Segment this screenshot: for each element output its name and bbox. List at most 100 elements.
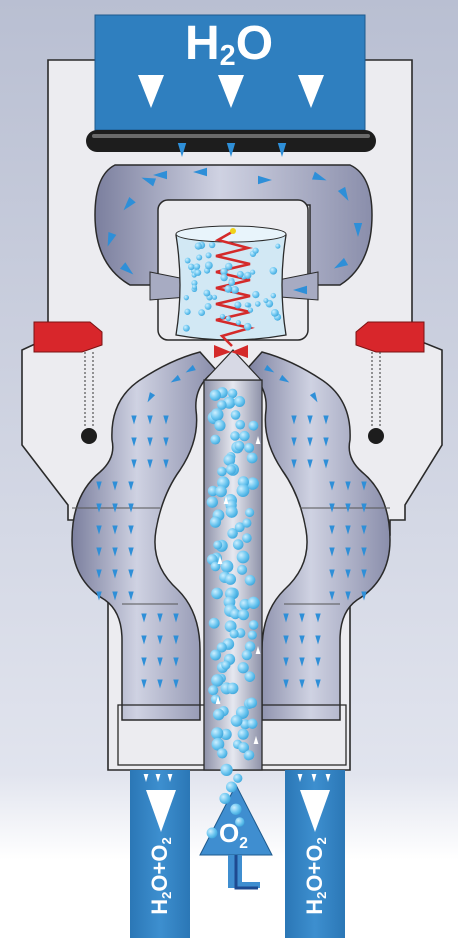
oxygen-bubble: [234, 396, 245, 407]
oxygen-bubble: [235, 420, 245, 430]
oxygen-bubble: [242, 518, 251, 527]
oxygen-bubble: [217, 400, 227, 410]
outlet-left-label-h: H: [147, 899, 172, 915]
oxygen-bubble: [226, 506, 238, 518]
oxygen-bubble: [195, 269, 202, 276]
oxygen-bubble: [220, 764, 232, 776]
oxygen-bubble: [195, 242, 202, 249]
oxygen-label-sub: 2: [239, 835, 248, 852]
oxygen-bubble: [183, 325, 190, 332]
oxygen-bubble: [206, 252, 212, 258]
outlet-left-label-mid: O+O: [147, 845, 172, 892]
oxygen-bubble: [245, 508, 254, 517]
oxygen-bubble: [245, 575, 256, 586]
oxygen-bubble: [221, 661, 230, 670]
oxygen-bubble: [207, 828, 218, 839]
oxygen-bubble: [234, 301, 241, 308]
oxygen-bubble: [196, 255, 202, 261]
oxygen-bubble: [188, 264, 194, 270]
inlet-label-o: O: [236, 17, 273, 70]
outlet-right-label-sub2: 2: [314, 837, 329, 844]
oxygen-bubble: [213, 709, 224, 720]
oxygen-bubble: [237, 551, 250, 564]
oxygen-bubble: [271, 293, 276, 298]
o-ring-highlight: [92, 134, 370, 138]
oxygen-bubble: [233, 539, 244, 550]
oxygen-bubble: [227, 683, 239, 695]
inlet-label: H2O: [185, 14, 273, 86]
inlet-label-sub: 2: [220, 40, 236, 72]
oxygen-bubble: [275, 244, 280, 249]
oxygen-bubble: [238, 729, 249, 740]
left-seal: [34, 322, 102, 352]
outlet-right-label-h: H: [302, 899, 327, 915]
oxygen-bubble: [270, 267, 278, 275]
oxygen-bubble: [212, 295, 217, 300]
oxygen-bubble: [210, 650, 221, 661]
oxygen-bubble: [230, 431, 240, 441]
oxygen-bubble: [238, 662, 249, 673]
oxygen-bubble: [244, 443, 254, 453]
oxygen-bubble: [217, 467, 227, 477]
oxygen-bubble: [209, 242, 215, 248]
oxygen-bubble: [192, 285, 197, 290]
oxygen-bubble: [255, 301, 261, 307]
oxygen-bubble: [194, 263, 200, 269]
oxygen-bubble: [236, 320, 241, 325]
oxygen-bubble: [224, 285, 232, 293]
oxygen-bubble: [211, 408, 224, 421]
oxygen-bubble: [184, 309, 190, 315]
oxygen-bubble: [247, 597, 259, 609]
oxygen-bubble: [227, 528, 237, 538]
oxygen-label-o: O: [219, 818, 239, 848]
inlet-label-h: H: [185, 17, 220, 70]
oxygen-bubble: [231, 286, 239, 294]
oxygen-bubble: [230, 804, 241, 815]
oxygen-bubble: [247, 453, 258, 464]
oxygen-bubble: [211, 588, 223, 600]
oxygen-bubble: [211, 674, 223, 686]
coil-tip: [230, 228, 236, 234]
oxygen-bubble: [263, 298, 268, 303]
oxygen-bubble: [242, 533, 252, 543]
outlet-left-label: H2O+O2: [146, 820, 174, 932]
oxygen-bubble: [237, 484, 250, 497]
oxygen-bubble: [225, 574, 236, 585]
oxygen-bubble: [213, 540, 222, 549]
outlet-left-label-sub2: 2: [159, 837, 174, 844]
oxygen-bubble: [225, 263, 232, 270]
oxygen-bubble: [203, 290, 210, 297]
oxygen-bubble: [246, 697, 257, 708]
oxygen-bubble: [210, 517, 221, 528]
left-knob: [81, 428, 97, 444]
oxygen-bubble: [244, 671, 255, 682]
outlet-right-label-mid: O+O: [302, 845, 327, 892]
right-seal: [356, 322, 424, 352]
oxygen-bubble: [226, 465, 236, 475]
oxygen-bubble: [237, 271, 244, 278]
outlet-right-label-sub1: 2: [314, 892, 329, 899]
oxygen-bubble: [271, 309, 279, 317]
oxygen-bubble: [219, 793, 230, 804]
oxygen-bubble: [198, 309, 205, 316]
oxygen-bubble: [249, 620, 259, 630]
oxygen-bubble: [231, 410, 241, 420]
oxygen-bubble: [217, 748, 227, 758]
oxygen-bubble: [234, 441, 244, 451]
right-knob: [368, 428, 384, 444]
oxygen-bubble: [211, 727, 223, 739]
oxygen-bubble: [253, 248, 259, 254]
oxygen-bubble: [210, 390, 221, 401]
oxygen-bubble: [245, 302, 250, 307]
oxygen-bubble: [230, 629, 239, 638]
oxygen-bubble: [231, 715, 243, 727]
oxygen-bubble: [248, 307, 253, 312]
oxygen-bubble: [185, 258, 191, 264]
oxygen-bubble: [205, 262, 213, 270]
oxygen-bubble: [250, 270, 255, 275]
oxygen-bubble: [215, 485, 227, 497]
oxygen-bubble: [226, 316, 231, 321]
oxygen-bubble: [214, 420, 225, 431]
